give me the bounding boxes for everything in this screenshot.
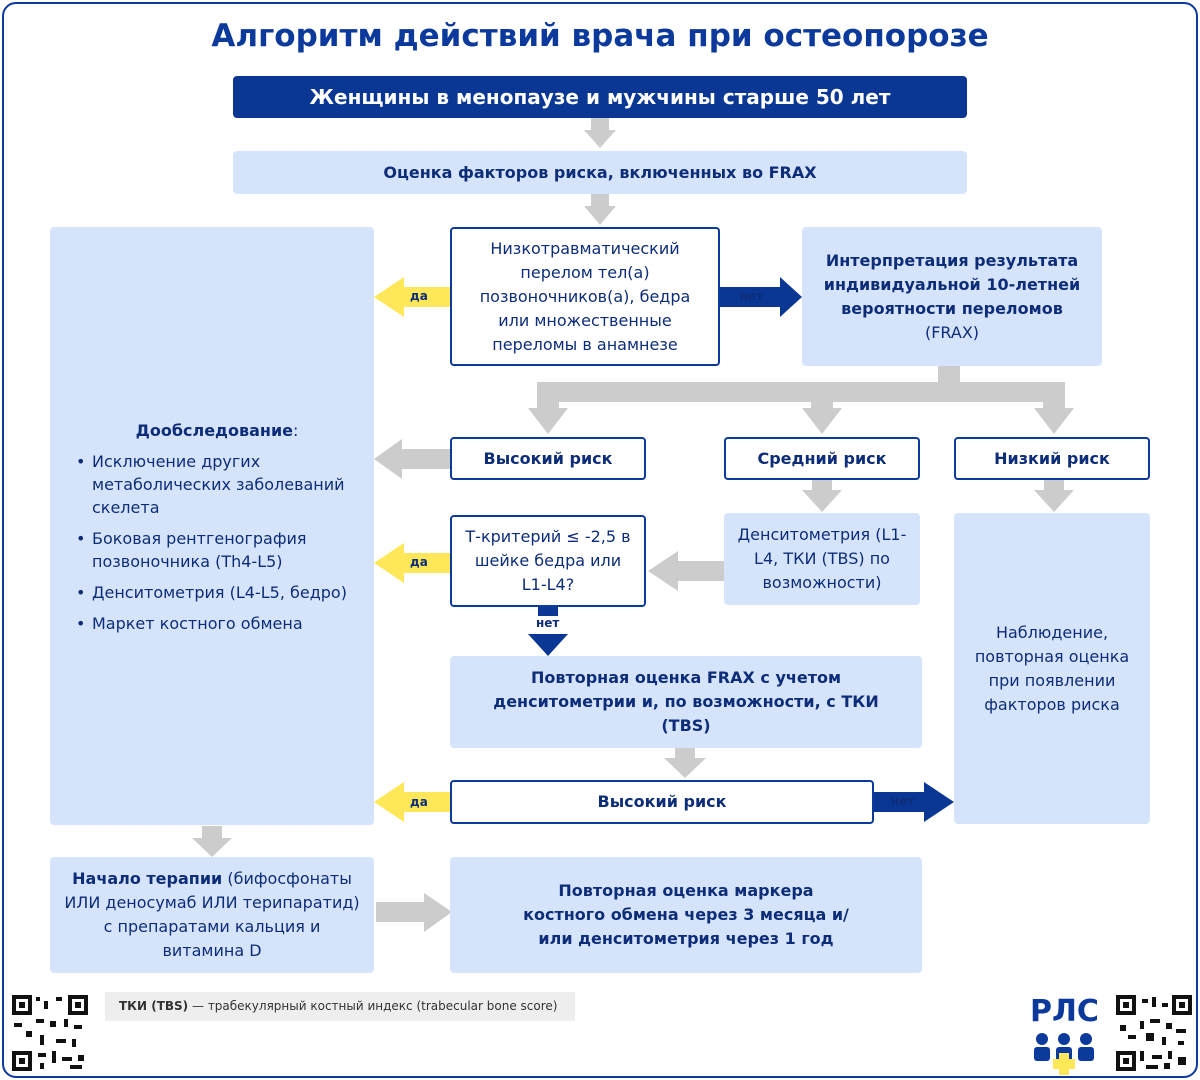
arrow-therapy-to-marker bbox=[376, 893, 452, 932]
reassess-marker-box: Повторная оценка маркера костного обмена… bbox=[450, 857, 922, 973]
label-yes-2: да bbox=[410, 555, 428, 569]
label-yes-3: да bbox=[410, 795, 428, 809]
tscore-question-box: Т-критерий ≤ -2,5 в шейке бедра или L1-L… bbox=[450, 515, 646, 607]
logo-figures-icon bbox=[1034, 1033, 1094, 1075]
label-no-1: нет bbox=[740, 289, 764, 303]
list-item: Исключение других метаболических заболев… bbox=[76, 450, 358, 519]
low-risk-box: Низкий риск bbox=[954, 437, 1150, 480]
page-title: Алгоритм действий врача при остеопорозе bbox=[211, 18, 989, 54]
label-no-2: нет bbox=[536, 616, 560, 630]
arrow-low-to-observation bbox=[1034, 480, 1074, 512]
blue-arrow-tscore-to-reassess bbox=[528, 606, 568, 656]
qr-code-left bbox=[12, 995, 88, 1071]
frax-interpretation-suffix: (FRAX) bbox=[924, 322, 980, 342]
arrow-high-risk-to-exam bbox=[374, 439, 450, 479]
arrow-factors-to-question bbox=[584, 194, 616, 225]
observation-box: Наблюдение, повторная оценка при появлен… bbox=[954, 513, 1150, 824]
frax-interpretation-text: Интерпретация результата индивидуальной … bbox=[823, 250, 1081, 318]
additional-exam-list: Исключение других метаболических заболев… bbox=[76, 450, 358, 635]
list-item: Денситометрия (L4-L5, бедро) bbox=[76, 581, 358, 604]
start-box: Женщины в менопаузе и мужчины старше 50 … bbox=[233, 76, 967, 118]
therapy-box: Начало терапии (бифосфонаты ИЛИ деносума… bbox=[50, 857, 374, 973]
label-yes-1: да bbox=[410, 289, 428, 303]
arrow-reassess-to-highrisk bbox=[664, 748, 706, 778]
brand-logo: РЛС bbox=[1030, 994, 1100, 1075]
additional-exam-box: Дообследование: Исключение других метабо… bbox=[50, 227, 374, 825]
yellow-arrow-1 bbox=[374, 277, 450, 317]
yellow-arrow-2 bbox=[374, 543, 450, 583]
arrow-exam-to-therapy bbox=[192, 826, 232, 857]
reassess-frax-box: Повторная оценка FRAX с учетом денситоме… bbox=[450, 656, 922, 748]
therapy-bold: Начало терапии bbox=[72, 869, 223, 888]
blue-arrow-question-to-frax bbox=[720, 277, 802, 317]
high-risk-box: Высокий риск bbox=[450, 437, 646, 480]
densitometry-box: Денситометрия (L1-L4, ТКИ (TBS) по возмо… bbox=[724, 513, 920, 605]
qr-code-right bbox=[1116, 995, 1192, 1071]
arrow-frax-branch bbox=[528, 366, 1074, 434]
risk-factors-box: Оценка факторов риска, включенных во FRA… bbox=[233, 151, 967, 194]
high-risk-final-box: Высокий риск bbox=[450, 780, 874, 824]
frax-interpretation-box: Интерпретация результата индивидуальной … bbox=[802, 227, 1102, 366]
additional-exam-heading: Дообследование: bbox=[135, 421, 299, 440]
medium-risk-box: Средний риск bbox=[724, 437, 920, 480]
arrow-medium-to-densitometry bbox=[802, 480, 842, 512]
list-item: Маркет костного обмена bbox=[76, 612, 358, 635]
arrow-start-to-factors bbox=[584, 118, 616, 148]
label-no-3: нет bbox=[891, 794, 915, 808]
arrow-densitometry-to-tscore bbox=[648, 551, 724, 591]
yellow-arrow-3 bbox=[374, 782, 450, 822]
fracture-question-box: Низкотравматический перелом тел(а) позво… bbox=[450, 227, 720, 366]
therapy-rest: (бифосфонаты ИЛИ деносумаб ИЛИ терипарат… bbox=[64, 869, 360, 960]
footnote: ТКИ (TBS) — трабекулярный костный индекс… bbox=[105, 992, 575, 1021]
blue-arrow-highrisk-to-observation bbox=[874, 782, 954, 822]
list-item: Боковая рентгенография позвоночника (Th4… bbox=[76, 527, 358, 573]
logo-text: РЛС bbox=[1030, 994, 1099, 1029]
